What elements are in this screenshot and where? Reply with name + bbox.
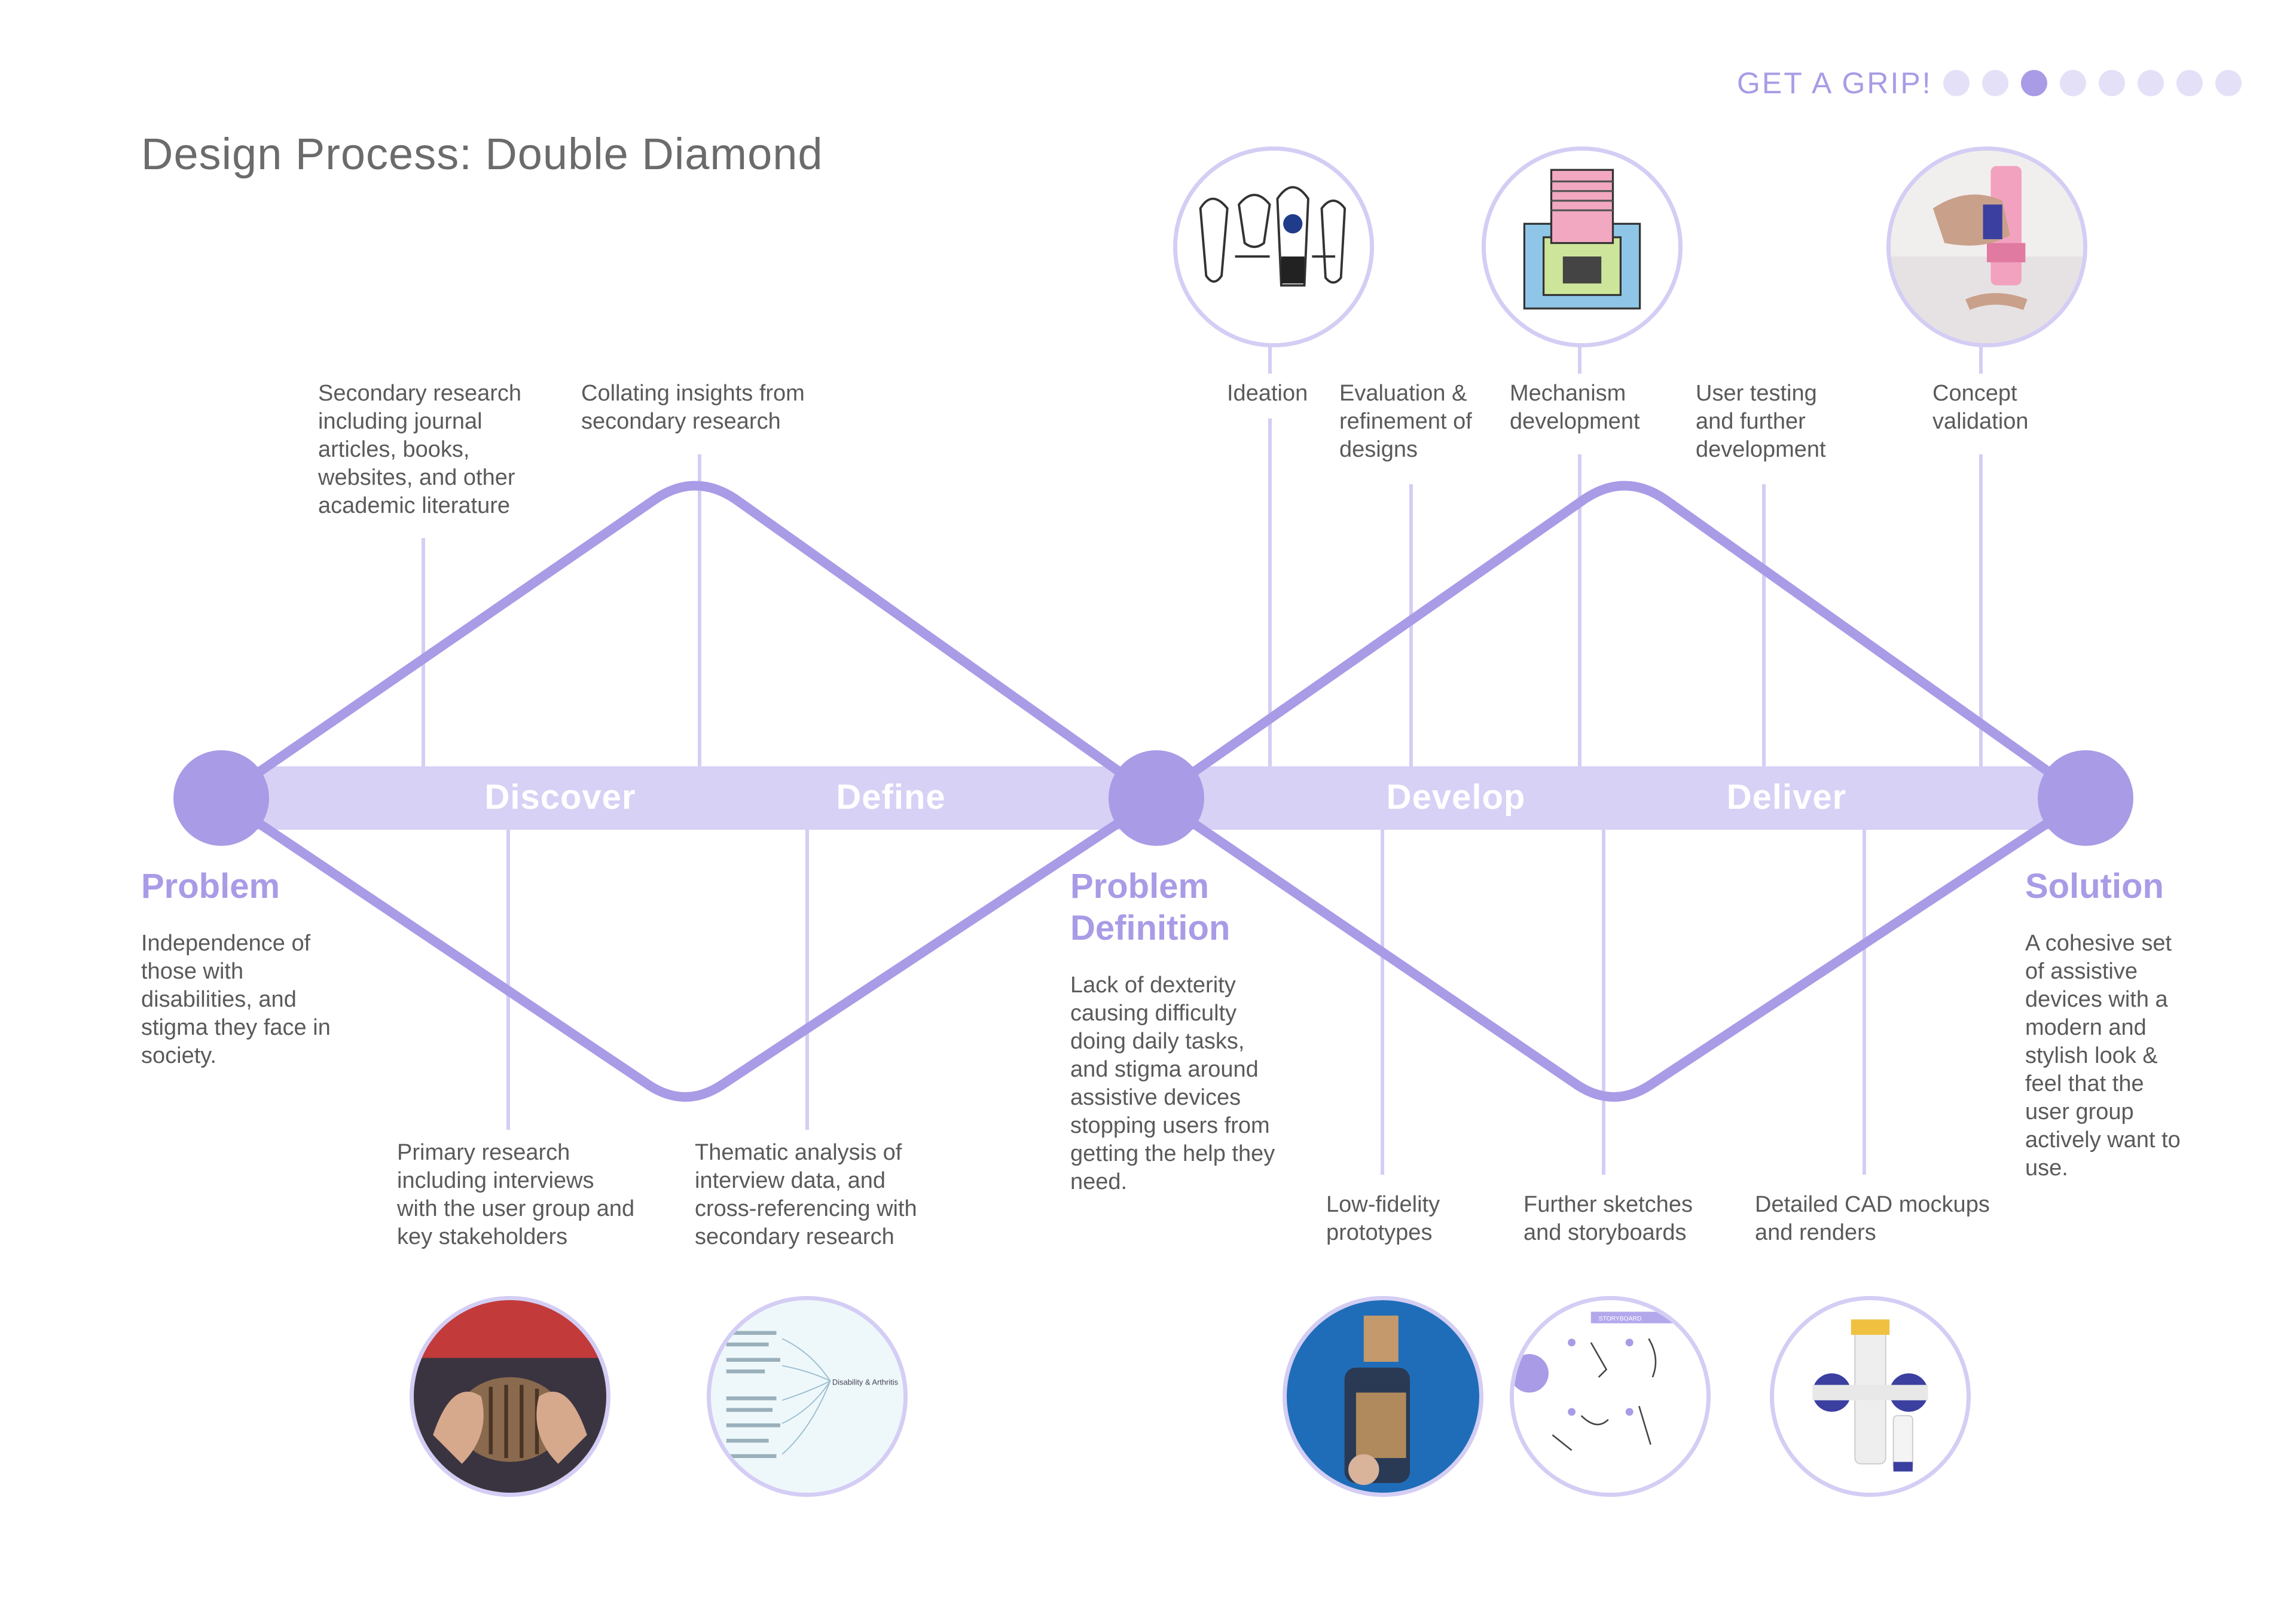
connector-lines [422,347,1983,1175]
phase-discover: Discover [484,778,636,817]
step-concept-validation: Concept validation [1932,381,2029,434]
page-title: Design Process: Double Diamond [141,129,823,179]
step-collating-insights: Collating insights from secondary resear… [581,381,805,434]
diamond-outlines [216,481,2090,1102]
page-dot-1[interactable] [1943,70,1970,96]
page-indicator [1943,70,2242,96]
step-primary-research: Primary research including interviews wi… [397,1140,635,1249]
phase-deliver: Deliver [1726,778,1847,817]
solution-title: Solution [2025,867,2164,906]
solution-description: A cohesive set of assistive devices with… [2025,931,2181,1181]
diamond-2-bottom [1152,793,2090,1102]
step-low-fidelity: Low-fidelity prototypes [1326,1192,1440,1245]
step-user-testing: User testing and further development [1696,381,1826,462]
diamond-1-top [216,481,1161,803]
storyboard-image: STORYBOARD [1510,1296,1711,1497]
brand-title: GET A GRIP! [1737,66,1932,100]
solution-node [2038,750,2133,846]
page-dot-5[interactable] [2099,70,2125,96]
low-fidelity-prototype-photo [1283,1296,1483,1497]
step-further-sketches: Further sketches and storyboards [1523,1192,1693,1245]
problem-definition-description: Lack of dexterity causing difficulty doi… [1070,973,1275,1194]
problem-definition-node [1109,750,1204,846]
primary-research-photo [410,1296,610,1497]
step-evaluation: Evaluation & refinement of designs [1339,381,1472,462]
page-dot-7[interactable] [2176,70,2203,96]
page-dot-2[interactable] [1982,70,2008,96]
ideation-sketch-image [1173,146,1374,347]
mindmap-center-text: Disability & Arthritis [832,1378,898,1387]
step-thematic-analysis: Thematic analysis of interview data, and… [695,1140,917,1249]
diamond-2-top [1152,481,2090,803]
problem-node [173,750,269,846]
page-dot-3[interactable] [2021,70,2047,96]
step-secondary-research: Secondary research including journal art… [318,381,522,518]
mechanism-section-image [1482,146,1683,347]
page-dot-6[interactable] [2138,70,2164,96]
page-dot-4[interactable] [2060,70,2086,96]
cad-render-image [1770,1296,1971,1497]
step-ideation: Ideation [1227,381,1308,406]
problem-title: Problem [141,867,280,906]
concept-validation-photo [1886,146,2087,347]
page-dot-8[interactable] [2215,70,2242,96]
storyboard-title: STORYBOARD [1599,1316,1642,1322]
thematic-mindmap-image: Disability & Arthritis [707,1296,908,1497]
step-mechanism: Mechanism development [1510,381,1640,434]
diamond-1-bottom [216,793,1161,1102]
step-detailed-cad: Detailed CAD mockups and renders [1755,1192,1990,1245]
phase-develop: Develop [1386,778,1526,817]
phase-define: Define [836,778,946,817]
problem-definition-title: Problem Definition [1070,867,1231,947]
problem-description: Independence of those with disabilities,… [141,931,331,1068]
